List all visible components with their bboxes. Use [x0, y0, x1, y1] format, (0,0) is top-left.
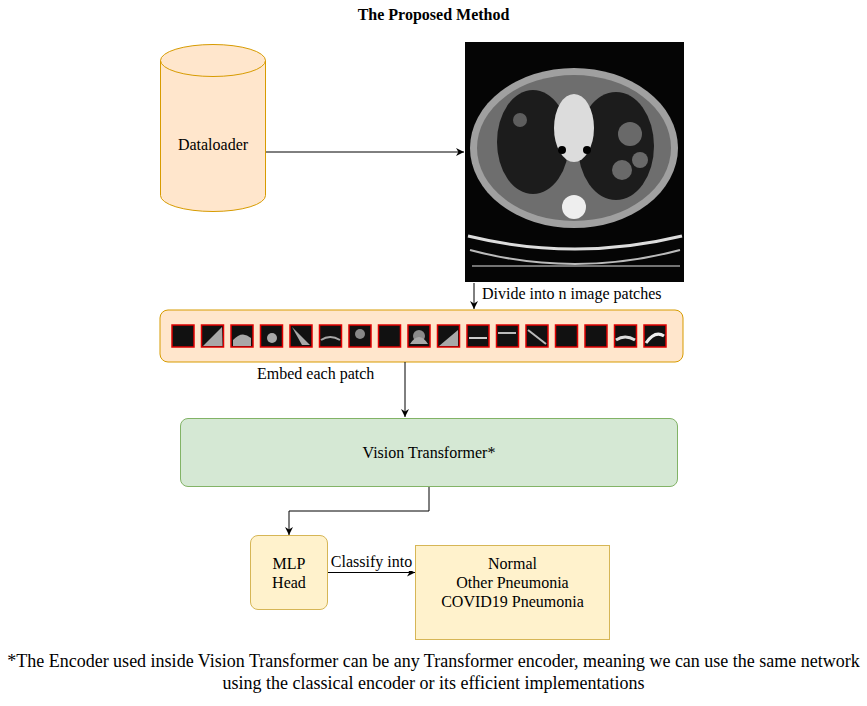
image-patch: [202, 325, 224, 347]
image-patch: [526, 325, 548, 347]
image-patch: [644, 325, 666, 347]
flow-arrow: [405, 362, 406, 417]
image-patch: [438, 325, 460, 347]
patch-content: [528, 330, 546, 344]
diagram-caption: *The Encoder used inside Vision Transfor…: [4, 650, 863, 694]
image-patch: [556, 325, 578, 347]
image-patch: [615, 325, 637, 347]
connector-arrow: [289, 487, 429, 535]
ct-scan-image: [465, 42, 684, 282]
image-patch: [231, 325, 253, 347]
ct-airway: [558, 146, 566, 154]
ct-opacity: [632, 152, 648, 168]
ct-body-outline: [470, 68, 678, 228]
image-patch: [497, 325, 519, 347]
ct-body: [477, 75, 671, 221]
annotation-label: Embed each patch: [257, 364, 374, 383]
image-patch: [320, 325, 342, 347]
patch-content: [321, 337, 340, 340]
patch-strip-band: [160, 310, 683, 362]
image-patch: [379, 325, 401, 347]
flow-arrow: [474, 283, 475, 309]
ct-mediastinum: [554, 94, 594, 162]
image-patch: [408, 325, 430, 347]
flow-arrow: [266, 152, 464, 153]
annotation-label: Divide into n image patches: [482, 284, 662, 303]
connector-arrow: [328, 572, 415, 573]
node-text: Dataloader: [178, 135, 248, 154]
image-patch: [585, 325, 607, 347]
patch-content: [646, 334, 664, 343]
node-text: COVID19 Pneumonia: [441, 592, 584, 611]
patch-strip: [160, 310, 683, 362]
ct-opacity: [513, 113, 527, 127]
cylinder-body: [161, 45, 266, 212]
image-patch: [349, 325, 371, 347]
image-patch: [261, 325, 283, 347]
cylinder-outline: [160, 44, 266, 212]
ct-opacity: [618, 122, 642, 146]
patch-content: [355, 329, 365, 339]
image-patch: [290, 325, 312, 347]
node-text: Vision Transformer*: [363, 443, 496, 462]
image-patch: [467, 325, 489, 347]
transformer-box: Vision Transformer*: [180, 418, 678, 487]
ct-couch: [470, 250, 680, 264]
image-patches: [172, 325, 666, 347]
dataloader-cylinder: Dataloader: [160, 44, 266, 212]
ct-couch: [472, 265, 680, 267]
class-box: NormalOther PneumoniaCOVID19 Pneumonia: [415, 545, 610, 640]
patch-content: [233, 334, 251, 346]
patch-content: [410, 337, 428, 344]
patch-content: [616, 337, 635, 340]
node-text: Normal: [488, 554, 537, 573]
patch-content: [203, 327, 223, 346]
patch-content: [267, 333, 277, 343]
ct-opacity: [612, 160, 632, 180]
ct-spine: [562, 195, 586, 219]
edge-label: Classify into: [330, 552, 413, 571]
node-text: MLP Head: [262, 554, 316, 592]
cylinder-rim: [161, 61, 266, 77]
image-patch: [172, 325, 194, 347]
ct-background: [465, 42, 684, 282]
patch-content: [469, 337, 487, 339]
ct-airway: [583, 146, 591, 154]
node-text: Other Pneumonia: [456, 573, 568, 592]
patch-content: [439, 330, 458, 346]
patch-content: [292, 327, 310, 345]
ct-couch: [468, 236, 682, 249]
patch-content: [498, 332, 516, 334]
mlp-head-box: MLP Head: [250, 535, 328, 610]
patch-content: [203, 327, 664, 346]
diagram-title: The Proposed Method: [0, 6, 867, 24]
